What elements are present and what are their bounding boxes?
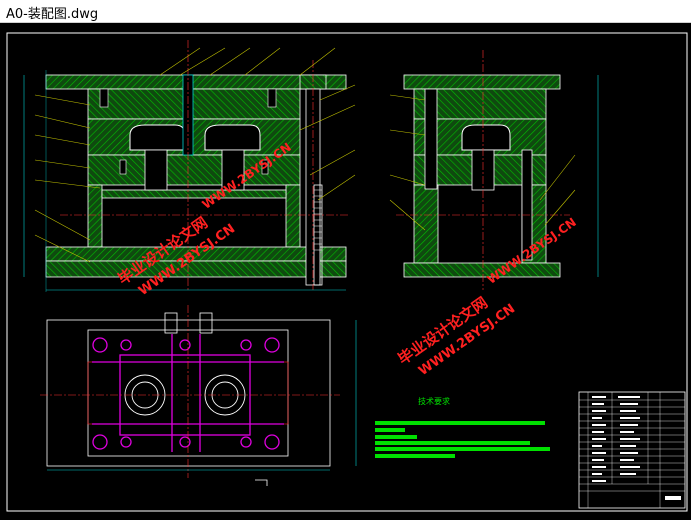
window-title: A0-装配图.dwg <box>6 7 99 22</box>
watermark-3: 毕业设计论文网 WWW.2BYSJ.CN <box>395 293 518 379</box>
title-block <box>578 391 686 509</box>
tech-requirements: 技术要求 <box>375 396 550 458</box>
drawing-frame <box>6 32 688 512</box>
tech-req-title: 技术要求 <box>418 396 450 406</box>
front-section-view <box>23 40 356 292</box>
plan-view <box>40 305 357 486</box>
cad-viewport[interactable]: 技术要求 <box>0 23 691 516</box>
title-bar: A0-装配图.dwg <box>0 0 691 23</box>
drawing-canvas[interactable]: 技术要求 <box>0 23 691 516</box>
side-section-view <box>389 50 599 290</box>
